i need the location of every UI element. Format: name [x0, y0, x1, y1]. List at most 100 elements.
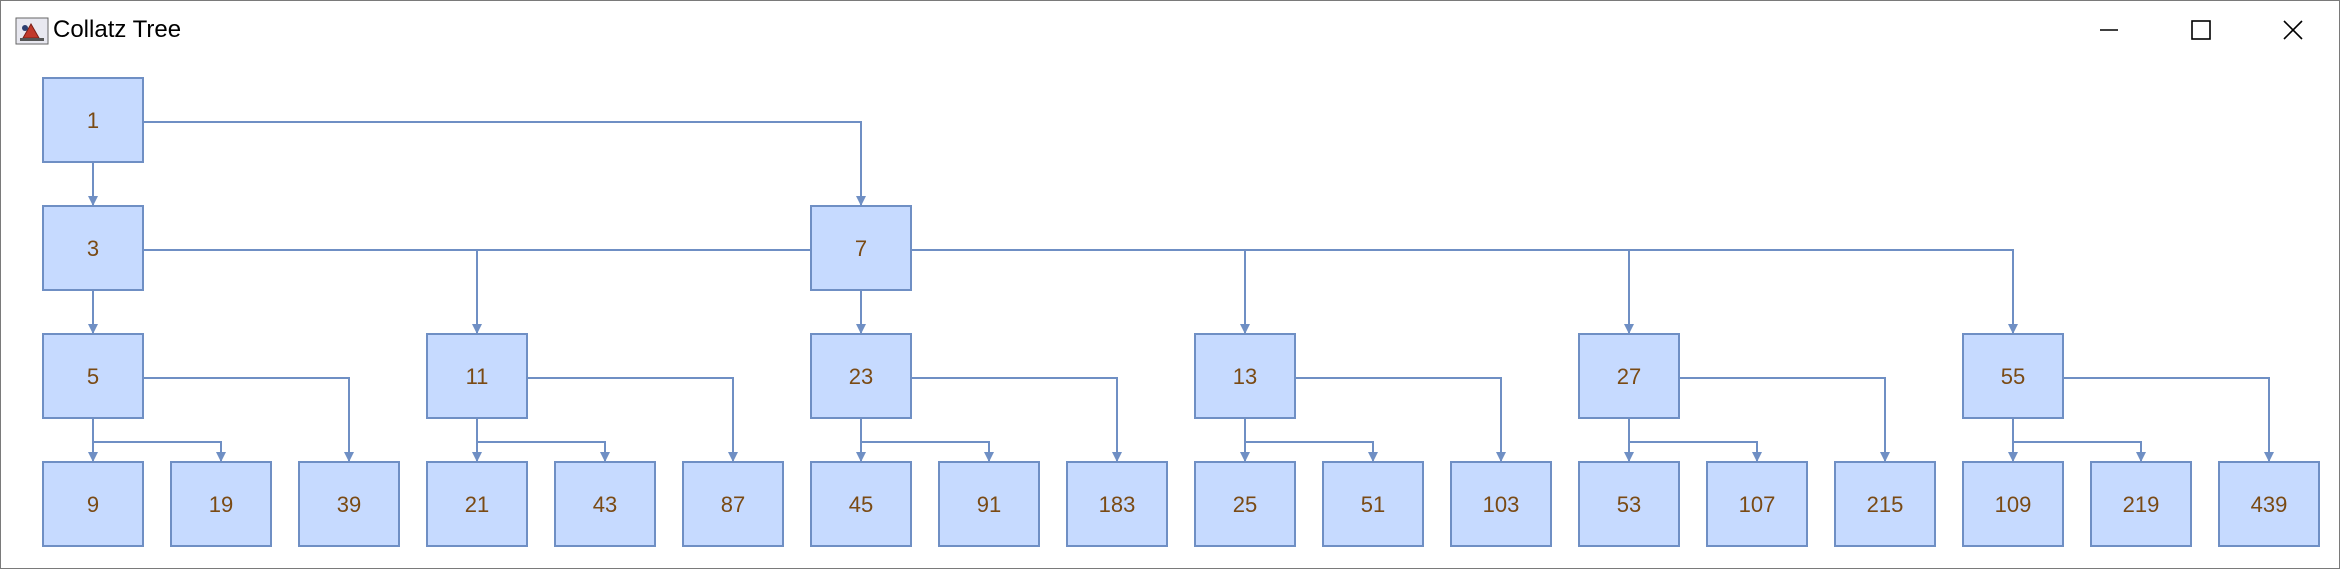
node-label: 11: [466, 364, 489, 389]
tree-node-87[interactable]: 87: [682, 461, 784, 547]
edge-n55-to-n439: [2063, 377, 2274, 462]
edge-n3-to-n11: [143, 249, 482, 334]
minimize-icon: [2100, 28, 2118, 31]
tree-node-45[interactable]: 45: [810, 461, 912, 547]
edge-n5-to-n39: [143, 377, 354, 462]
maximize-button[interactable]: [2155, 1, 2247, 58]
node-label: 3: [87, 236, 99, 261]
node-label: 1: [87, 108, 99, 133]
edge-n1-to-n7: [143, 121, 866, 206]
node-label: 13: [1233, 364, 1257, 389]
tree-node-51[interactable]: 51: [1322, 461, 1424, 547]
node-label: 103: [1483, 492, 1520, 517]
node-label: 27: [1617, 364, 1641, 389]
node-box: [1194, 333, 1296, 419]
node-label: 7: [855, 236, 867, 261]
tree-node-11[interactable]: 11: [426, 333, 528, 419]
tree-node-25[interactable]: 25: [1194, 461, 1296, 547]
node-label: 43: [593, 492, 617, 517]
node-box: [1578, 461, 1680, 547]
node-box: [42, 77, 144, 163]
node-box: [1194, 461, 1296, 547]
node-label: 23: [849, 364, 873, 389]
tree-node-55[interactable]: 55: [1962, 333, 2064, 419]
node-box: [810, 461, 912, 547]
node-box: [1450, 461, 1552, 547]
tree-node-103[interactable]: 103: [1450, 461, 1552, 547]
node-label: 183: [1099, 492, 1136, 517]
edge-n13-to-n103: [1295, 377, 1506, 462]
tree-node-23[interactable]: 23: [810, 333, 912, 419]
node-layer: 1 7 3 5 11 23 13 27 55 9 19 39 21 43 87 45 91 183 25 51 103 5…: [42, 77, 2320, 547]
tree-node-3[interactable]: 3: [42, 205, 144, 291]
node-box: [426, 333, 528, 419]
node-box: [2090, 461, 2192, 547]
node-label: 109: [1995, 492, 2032, 517]
tree-node-439[interactable]: 439: [2218, 461, 2320, 547]
node-box: [1066, 461, 1168, 547]
java-app-icon: [15, 17, 49, 45]
node-box: [810, 333, 912, 419]
tree-node-5[interactable]: 5: [42, 333, 144, 419]
tree-node-1[interactable]: 1: [42, 77, 144, 163]
edge-layer: [88, 121, 2274, 462]
node-box: [682, 461, 784, 547]
node-box: [810, 205, 912, 291]
tree-node-91[interactable]: 91: [938, 461, 1040, 547]
edge-n27-to-n215: [1679, 377, 1890, 462]
node-box: [1706, 461, 1808, 547]
close-icon: [2283, 19, 2303, 40]
tree-node-19[interactable]: 19: [170, 461, 272, 547]
node-label: 45: [849, 492, 873, 517]
node-label: 39: [337, 492, 361, 517]
edge-n7-to-n55: [911, 249, 2018, 334]
node-box: [298, 461, 400, 547]
tree-node-13[interactable]: 13: [1194, 333, 1296, 419]
tree-node-9[interactable]: 9: [42, 461, 144, 547]
node-box: [1322, 461, 1424, 547]
node-box: [1962, 333, 2064, 419]
minimize-button[interactable]: [2063, 1, 2155, 58]
node-box: [1578, 333, 1680, 419]
tree-node-21[interactable]: 21: [426, 461, 528, 547]
tree-node-183[interactable]: 183: [1066, 461, 1168, 547]
edge-n27-to-n107: [1628, 418, 1762, 462]
maximize-icon: [2191, 19, 2211, 40]
node-label: 439: [2251, 492, 2288, 517]
tree-node-7[interactable]: 7: [810, 205, 912, 291]
node-label: 19: [209, 492, 233, 517]
node-box: [170, 461, 272, 547]
edge-n7-to-n13: [911, 249, 1250, 334]
title-bar[interactable]: Collatz Tree: [1, 1, 2339, 58]
node-box: [938, 461, 1040, 547]
tree-node-39[interactable]: 39: [298, 461, 400, 547]
node-box: [1962, 461, 2064, 547]
tree-node-215[interactable]: 215: [1834, 461, 1936, 547]
edge-n55-to-n219: [2012, 418, 2146, 462]
tree-node-219[interactable]: 219: [2090, 461, 2192, 547]
tree-node-43[interactable]: 43: [554, 461, 656, 547]
edge-n5-to-n19: [92, 418, 226, 462]
close-button[interactable]: [2247, 1, 2339, 58]
tree-node-107[interactable]: 107: [1706, 461, 1808, 547]
node-box: [554, 461, 656, 547]
edge-n11-to-n87: [527, 377, 738, 462]
node-label: 87: [721, 492, 745, 517]
node-label: 219: [2123, 492, 2160, 517]
edge-n23-to-n183: [911, 377, 1122, 462]
edge-n23-to-n91: [860, 418, 994, 462]
tree-node-27[interactable]: 27: [1578, 333, 1680, 419]
node-box: [42, 461, 144, 547]
edge-n7-to-n27: [911, 249, 1634, 334]
node-label: 9: [87, 492, 99, 517]
node-label: 215: [1867, 492, 1904, 517]
node-label: 53: [1617, 492, 1641, 517]
node-label: 55: [2001, 364, 2025, 389]
tree-node-109[interactable]: 109: [1962, 461, 2064, 547]
node-label: 51: [1361, 492, 1385, 517]
tree-node-53[interactable]: 53: [1578, 461, 1680, 547]
node-box: [2218, 461, 2320, 547]
node-label: 91: [977, 492, 1001, 517]
